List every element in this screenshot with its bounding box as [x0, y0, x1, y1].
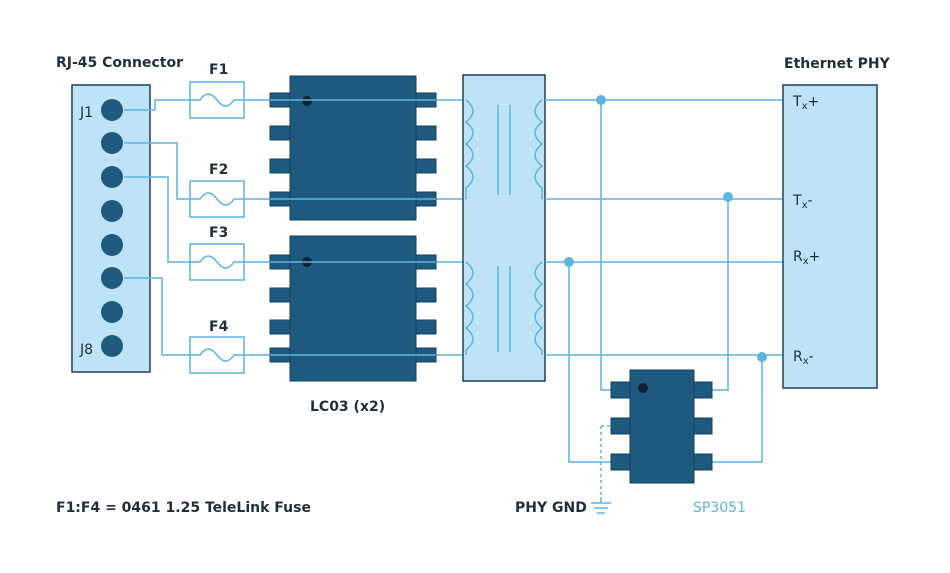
fuse-label-f2: F2: [209, 162, 228, 178]
connector-pin: [101, 132, 123, 154]
connector-pin: [101, 99, 123, 121]
pin-label-j1: J1: [79, 105, 93, 121]
fuse-label-f1: F1: [209, 62, 228, 78]
phy-pin-tx-minus: Tx-: [792, 193, 813, 211]
phy-pin-rx-minus: Rx-: [793, 349, 814, 367]
sp3051-chip: [610, 369, 713, 484]
output-wires: [545, 95, 783, 497]
connector-pin: [101, 166, 123, 188]
sp3051-label: SP3051: [693, 500, 746, 516]
fuse-f3: F3: [189, 225, 245, 281]
phy-title: Ethernet PHY: [784, 56, 891, 72]
wire-j3: [124, 176, 190, 263]
fuse-f1: F1: [189, 62, 245, 119]
connector-pin: [101, 267, 123, 289]
lc03-chip-top: [269, 75, 437, 221]
rj45-pins: [101, 99, 123, 357]
rj45-connector: [71, 84, 151, 373]
fuse-f2: F2: [189, 162, 245, 218]
rj45-title: RJ-45 Connector: [56, 55, 183, 71]
connector-pin: [101, 335, 123, 357]
lc03-chip-bottom: [269, 235, 437, 382]
connector-pin: [101, 234, 123, 256]
wire-j6: [124, 277, 190, 356]
ethernet-phy: [782, 84, 878, 389]
pin-label-j8: J8: [79, 342, 93, 358]
connector-pin: [101, 301, 123, 323]
fuse-label-f4: F4: [209, 319, 229, 335]
phy-gnd-label: PHY GND: [515, 500, 587, 516]
wire-j1: [124, 99, 190, 111]
phy-pin-rx-plus: Rx+: [793, 249, 820, 267]
lc03-label: LC03 (x2): [310, 399, 385, 415]
transformer: [462, 74, 546, 382]
connector-pin: [101, 200, 123, 222]
fuse-footnote: F1:F4 = 0461 1.25 TeleLink Fuse: [56, 500, 311, 516]
wire-j2: [124, 142, 190, 200]
ground-icon: [591, 497, 611, 514]
fuse-label-f3: F3: [209, 225, 228, 241]
fuse-f4: F4: [189, 319, 245, 374]
phy-pin-tx-plus: Tx+: [792, 94, 819, 112]
